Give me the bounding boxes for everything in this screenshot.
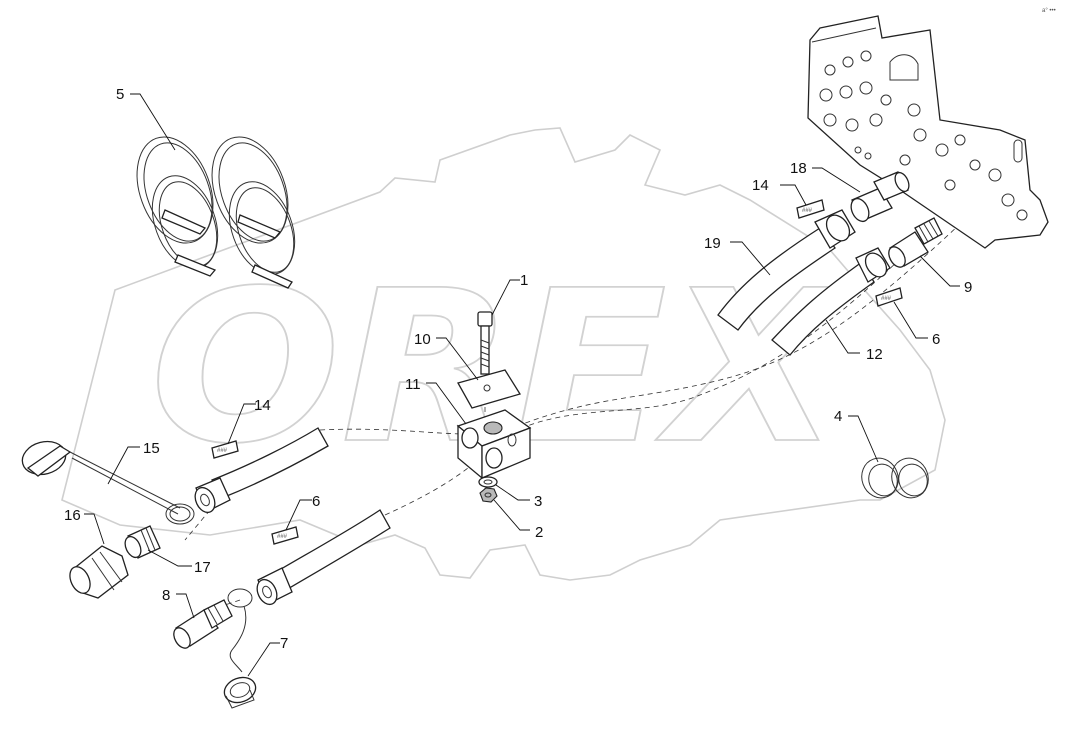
hose-12	[771, 247, 891, 356]
callout-14-right: 14	[752, 177, 769, 194]
o-rings	[861, 457, 929, 499]
callout-19: 19	[704, 235, 721, 252]
callout-6-right: 6	[932, 331, 940, 348]
adapter-17	[124, 525, 161, 559]
quick-coupler	[69, 545, 129, 599]
callout-7: 7	[280, 635, 288, 652]
coupler-plug	[173, 599, 233, 649]
hose-left-upper	[194, 427, 329, 514]
svg-text:###: ###	[217, 448, 228, 454]
hose-left-lower	[256, 509, 391, 606]
bulkhead-coupling	[850, 171, 910, 223]
callout-18: 18	[790, 160, 807, 177]
callout-3: 3	[534, 493, 542, 510]
nut	[479, 487, 498, 503]
leader-lines	[84, 93, 960, 677]
label-sleeve-6-upper: ###	[875, 287, 903, 307]
callout-5: 5	[116, 86, 124, 103]
callout-10: 10	[414, 331, 431, 348]
callout-8: 8	[162, 587, 170, 604]
watermark-gear	[61, 127, 946, 581]
adapter-fitting	[888, 217, 943, 268]
callout-1: 1	[520, 272, 528, 289]
label-sleeve-14-upper: ###	[796, 199, 825, 219]
callout-9: 9	[964, 279, 972, 296]
corner-mark: a° •••	[1042, 8, 1056, 14]
callout-17: 17	[194, 559, 211, 576]
cover-plate	[457, 369, 522, 409]
callout-2: 2	[535, 524, 543, 541]
cable-ties	[136, 136, 296, 289]
bolt	[477, 311, 493, 375]
svg-text:###: ###	[802, 208, 813, 214]
callout-16: 16	[64, 507, 81, 524]
svg-text:###: ###	[881, 296, 892, 302]
callout-4: 4	[834, 408, 842, 425]
callout-6-left: 6	[312, 493, 320, 510]
label-sleeve-6-lower: ###	[271, 526, 299, 545]
callout-11: 11	[405, 376, 421, 393]
clamp-block	[456, 409, 532, 480]
svg-text:###: ###	[277, 534, 288, 540]
cap-7	[223, 588, 257, 709]
dust-cap	[21, 440, 195, 525]
callout-12: 12	[866, 346, 883, 363]
washer	[478, 476, 498, 488]
hose-19	[717, 209, 856, 331]
callout-14-left: 14	[254, 397, 271, 414]
callout-labels: 5 1 10 11 3 2 4 6 9 12 19 14 18 14 6 15 …	[64, 86, 972, 652]
mounting-plate	[807, 15, 1049, 249]
callout-15: 15	[143, 440, 160, 457]
